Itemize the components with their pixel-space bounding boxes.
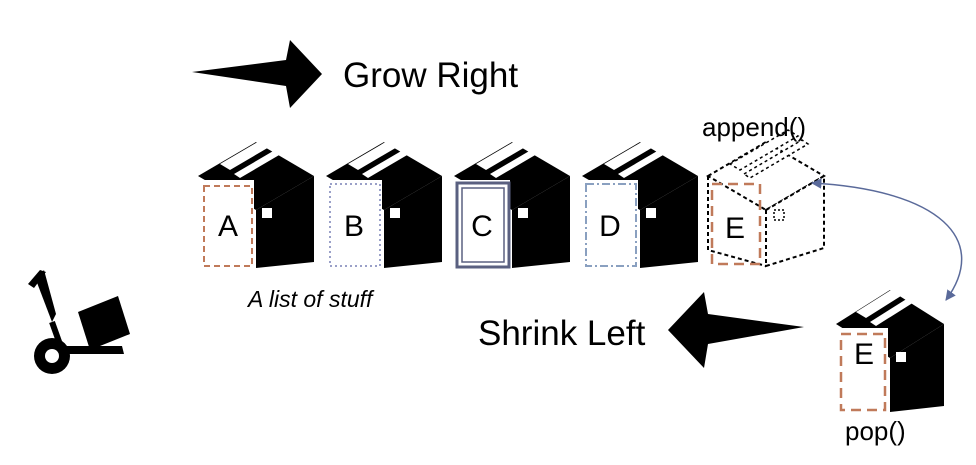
hand-truck-icon bbox=[28, 270, 130, 374]
box-a bbox=[198, 130, 314, 268]
box-letter-c: C bbox=[471, 210, 493, 243]
arrow-right-icon bbox=[192, 40, 322, 108]
box-c bbox=[454, 130, 570, 269]
shrink-left-label: Shrink Left bbox=[478, 314, 646, 353]
box-e-outline bbox=[706, 129, 826, 268]
box-e-popped bbox=[836, 278, 944, 412]
list-caption: A list of stuff bbox=[248, 286, 373, 312]
box-letter-b: B bbox=[344, 210, 364, 243]
box-letter-a: A bbox=[218, 210, 238, 243]
box-letter-d: D bbox=[599, 210, 621, 243]
box-b bbox=[326, 130, 442, 268]
grow-right-label: Grow Right bbox=[343, 56, 519, 95]
arrow-left-icon bbox=[668, 292, 804, 368]
box-letter-e: E bbox=[725, 212, 745, 245]
append-label: append() bbox=[702, 112, 807, 142]
box-d bbox=[582, 130, 698, 268]
pop-label: pop() bbox=[845, 416, 906, 446]
box-letter-e-popped: E bbox=[854, 338, 874, 371]
append-pop-connector bbox=[810, 178, 963, 301]
